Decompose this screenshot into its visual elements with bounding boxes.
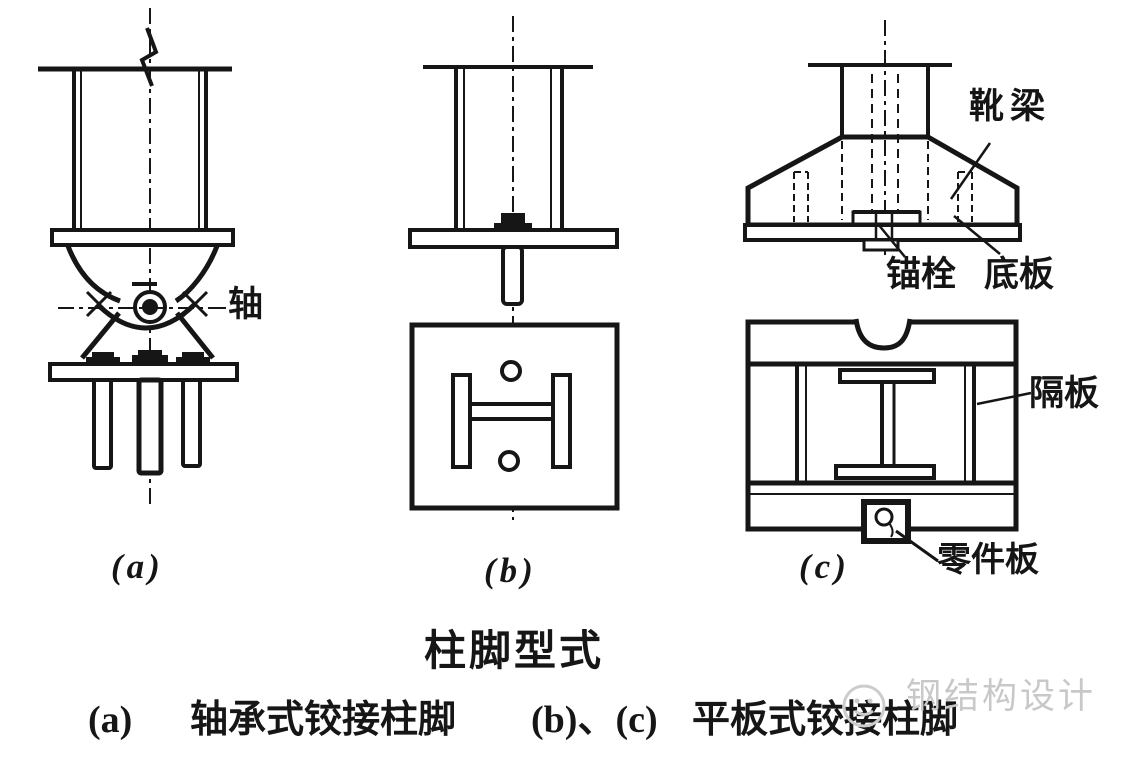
pin-label: 轴 xyxy=(228,285,264,324)
diaphragm-leader xyxy=(976,391,1032,406)
bolt-hole-top xyxy=(500,360,522,382)
part-plate-label: 零件板 xyxy=(937,542,1039,579)
h-section-web xyxy=(468,402,555,421)
watermark-logo-icon xyxy=(842,684,886,728)
lower-shoe-right xyxy=(175,311,215,360)
top-notch xyxy=(853,318,913,351)
subfigure-label-c: (c) xyxy=(799,547,850,586)
subfigure-label-a: (a) xyxy=(111,547,164,586)
caption-bc-text: 平板式铰接柱脚 xyxy=(692,699,959,741)
diagram-c-plan xyxy=(745,318,1032,563)
subfigure-label-b: (b) xyxy=(484,551,537,590)
anchor-nut xyxy=(494,213,532,230)
base-plate-leader xyxy=(953,215,1001,255)
diagram-b-plan xyxy=(409,322,620,511)
watermark-text: 钢结构设计 xyxy=(906,677,1097,716)
column-flange-top xyxy=(838,368,936,384)
column-flange-bottom xyxy=(834,464,936,480)
part-plate-hole xyxy=(874,507,894,527)
boot-beam-label: 靴梁 xyxy=(969,87,1052,126)
h-section-flange-right xyxy=(551,373,572,469)
diagram-c-elevation xyxy=(743,20,1022,258)
caption-bc-key: (b)、(c) xyxy=(531,699,658,741)
anchor-rod xyxy=(501,245,524,306)
anchor-rod-right xyxy=(181,378,202,468)
upper-shoe-right xyxy=(174,245,220,304)
bolt-hole-bottom xyxy=(498,450,520,472)
lower-shoe-left xyxy=(80,311,121,360)
figure-title: 柱脚型式 xyxy=(424,629,605,675)
diaphragm-label: 隔板 xyxy=(1029,374,1100,413)
boot-beam-leader xyxy=(949,142,992,200)
h-section-flange-left xyxy=(451,373,472,469)
diagram-b-elevation xyxy=(408,16,619,520)
anchor-bolt-leader xyxy=(877,223,906,258)
break-symbol xyxy=(139,27,159,87)
part-plate-tail xyxy=(888,522,894,538)
upper-base-plate xyxy=(50,228,235,247)
anchor-rod-center xyxy=(136,377,164,476)
weld-cross-marks xyxy=(85,290,209,318)
anchor-rod-left xyxy=(92,378,113,470)
anchor-nuts xyxy=(86,350,210,364)
caption-a-text: 轴承式铰接柱脚 xyxy=(190,699,457,741)
diagram-a-elevation xyxy=(38,8,239,505)
base-plate xyxy=(408,228,619,249)
anchor-bolt-label: 锚栓 xyxy=(886,255,957,294)
caption-a-key: (a) xyxy=(88,699,133,741)
base-plate-label: 底板 xyxy=(984,255,1055,294)
part-plate-leader xyxy=(895,529,939,563)
upper-shoe-left xyxy=(65,245,121,304)
bolt-washer-under xyxy=(862,238,900,252)
